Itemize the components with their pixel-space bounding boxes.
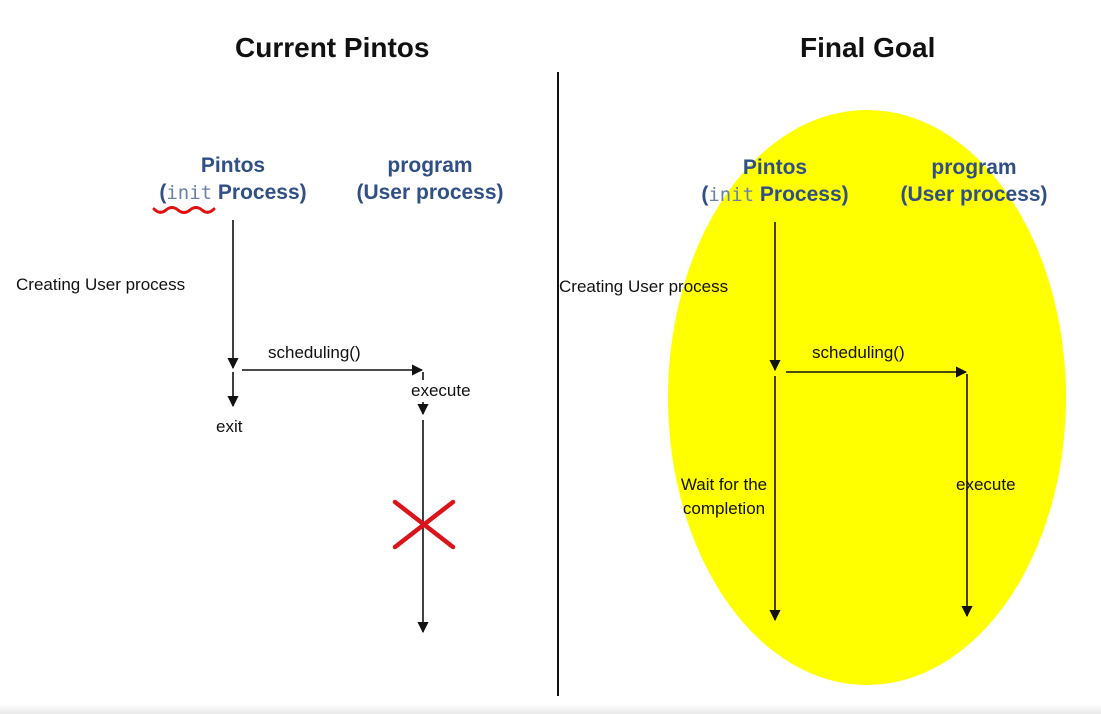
right-user-actor-role: (User process) <box>900 183 1048 206</box>
right-user-process-actor: program (User process) <box>884 154 1064 208</box>
left-panel-title: Current Pintos <box>235 32 430 63</box>
right-execute-label: execute <box>956 475 1016 494</box>
right-panel-title: Final Goal <box>800 32 936 63</box>
left-creating-user-process-label: Creating User process <box>16 275 186 294</box>
right-creating-user-process-label: Creating User process <box>559 277 729 296</box>
left-user-process-actor: program (User process) <box>340 152 520 206</box>
final-goal-highlight-ellipse <box>668 110 1066 685</box>
right-init-actor-name: Pintos <box>742 156 808 179</box>
left-user-actor-role: (User process) <box>356 181 504 204</box>
left-init-actor-role: (init Process) <box>159 181 307 204</box>
right-scheduling-label: scheduling() <box>812 343 905 362</box>
right-init-actor-role: (init Process) <box>701 183 849 206</box>
left-scheduling-label: scheduling() <box>268 343 361 362</box>
bottom-shade <box>0 704 1101 714</box>
right-init-keyword: init <box>708 184 755 206</box>
left-init-actor-name: Pintos <box>200 154 266 177</box>
left-init-process-actor: Pintos (init Process) <box>148 152 318 207</box>
cross-icon <box>392 499 456 550</box>
left-user-actor-name: program <box>387 154 473 177</box>
left-init-keyword: init <box>166 182 213 204</box>
left-execute-label: execute <box>411 381 471 400</box>
red-squiggle-underline-icon <box>152 206 216 214</box>
right-init-process-actor: Pintos (init Process) <box>690 154 860 209</box>
panel-divider <box>557 72 559 696</box>
right-wait-for-completion-label: Wait for the completion <box>680 475 768 518</box>
left-exit-label: exit <box>216 417 243 436</box>
right-user-actor-name: program <box>931 156 1017 179</box>
